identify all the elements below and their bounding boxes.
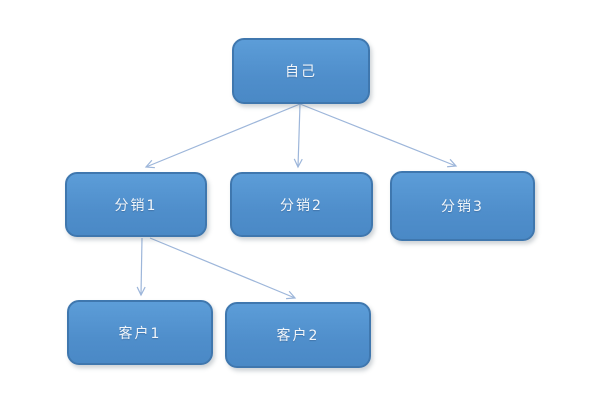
node-customer-1-label: 客户1 (118, 325, 162, 342)
node-distributor-2-label: 分销2 (280, 197, 323, 214)
node-self-label: 自己 (285, 64, 317, 80)
edge-self-to-dist1 (144, 103, 301, 169)
edge-self-to-dist2 (293, 103, 303, 169)
node-distributor-3-label: 分销3 (441, 199, 484, 215)
node-customer-1: 客户1 (67, 300, 213, 365)
node-distributor-1: 分销1 (65, 172, 207, 237)
node-distributor-1-label: 分销1 (114, 197, 158, 214)
node-distributor-3: 分销3 (390, 171, 535, 241)
node-customer-2-label: 客户2 (276, 328, 320, 344)
node-self: 自己 (232, 38, 370, 104)
node-distributor-2: 分销2 (230, 172, 373, 237)
edge-dist1-to-cust2 (149, 237, 297, 300)
edge-self-to-dist3 (299, 103, 458, 168)
node-customer-2: 客户2 (225, 302, 371, 368)
edge-dist1-to-cust1 (136, 237, 146, 297)
